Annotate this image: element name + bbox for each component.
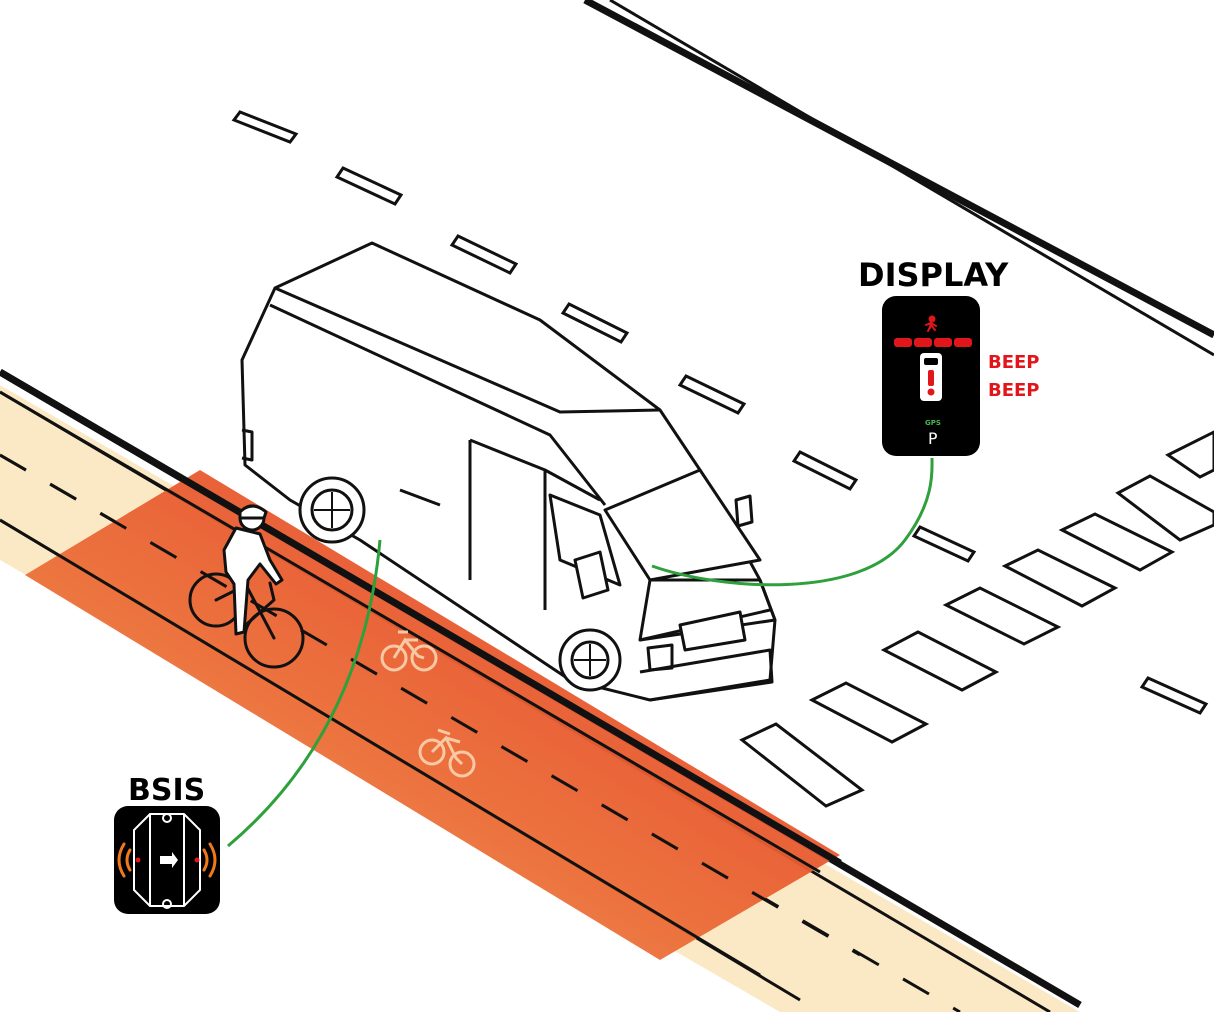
gear-indicator: P [928, 429, 938, 448]
display-device: DISPLAY GPS P BEEP BEEP [858, 256, 1040, 456]
bsis-title: BSIS [128, 773, 205, 808]
beep-text-1: BEEP [988, 352, 1040, 373]
zebra-crossing [742, 432, 1214, 806]
beep-text-2: BEEP [988, 380, 1040, 401]
exclamation-icon [928, 370, 935, 396]
gps-label: GPS [925, 419, 941, 427]
display-title: DISPLAY [858, 256, 1009, 294]
bsis-device: BSIS [114, 773, 220, 914]
